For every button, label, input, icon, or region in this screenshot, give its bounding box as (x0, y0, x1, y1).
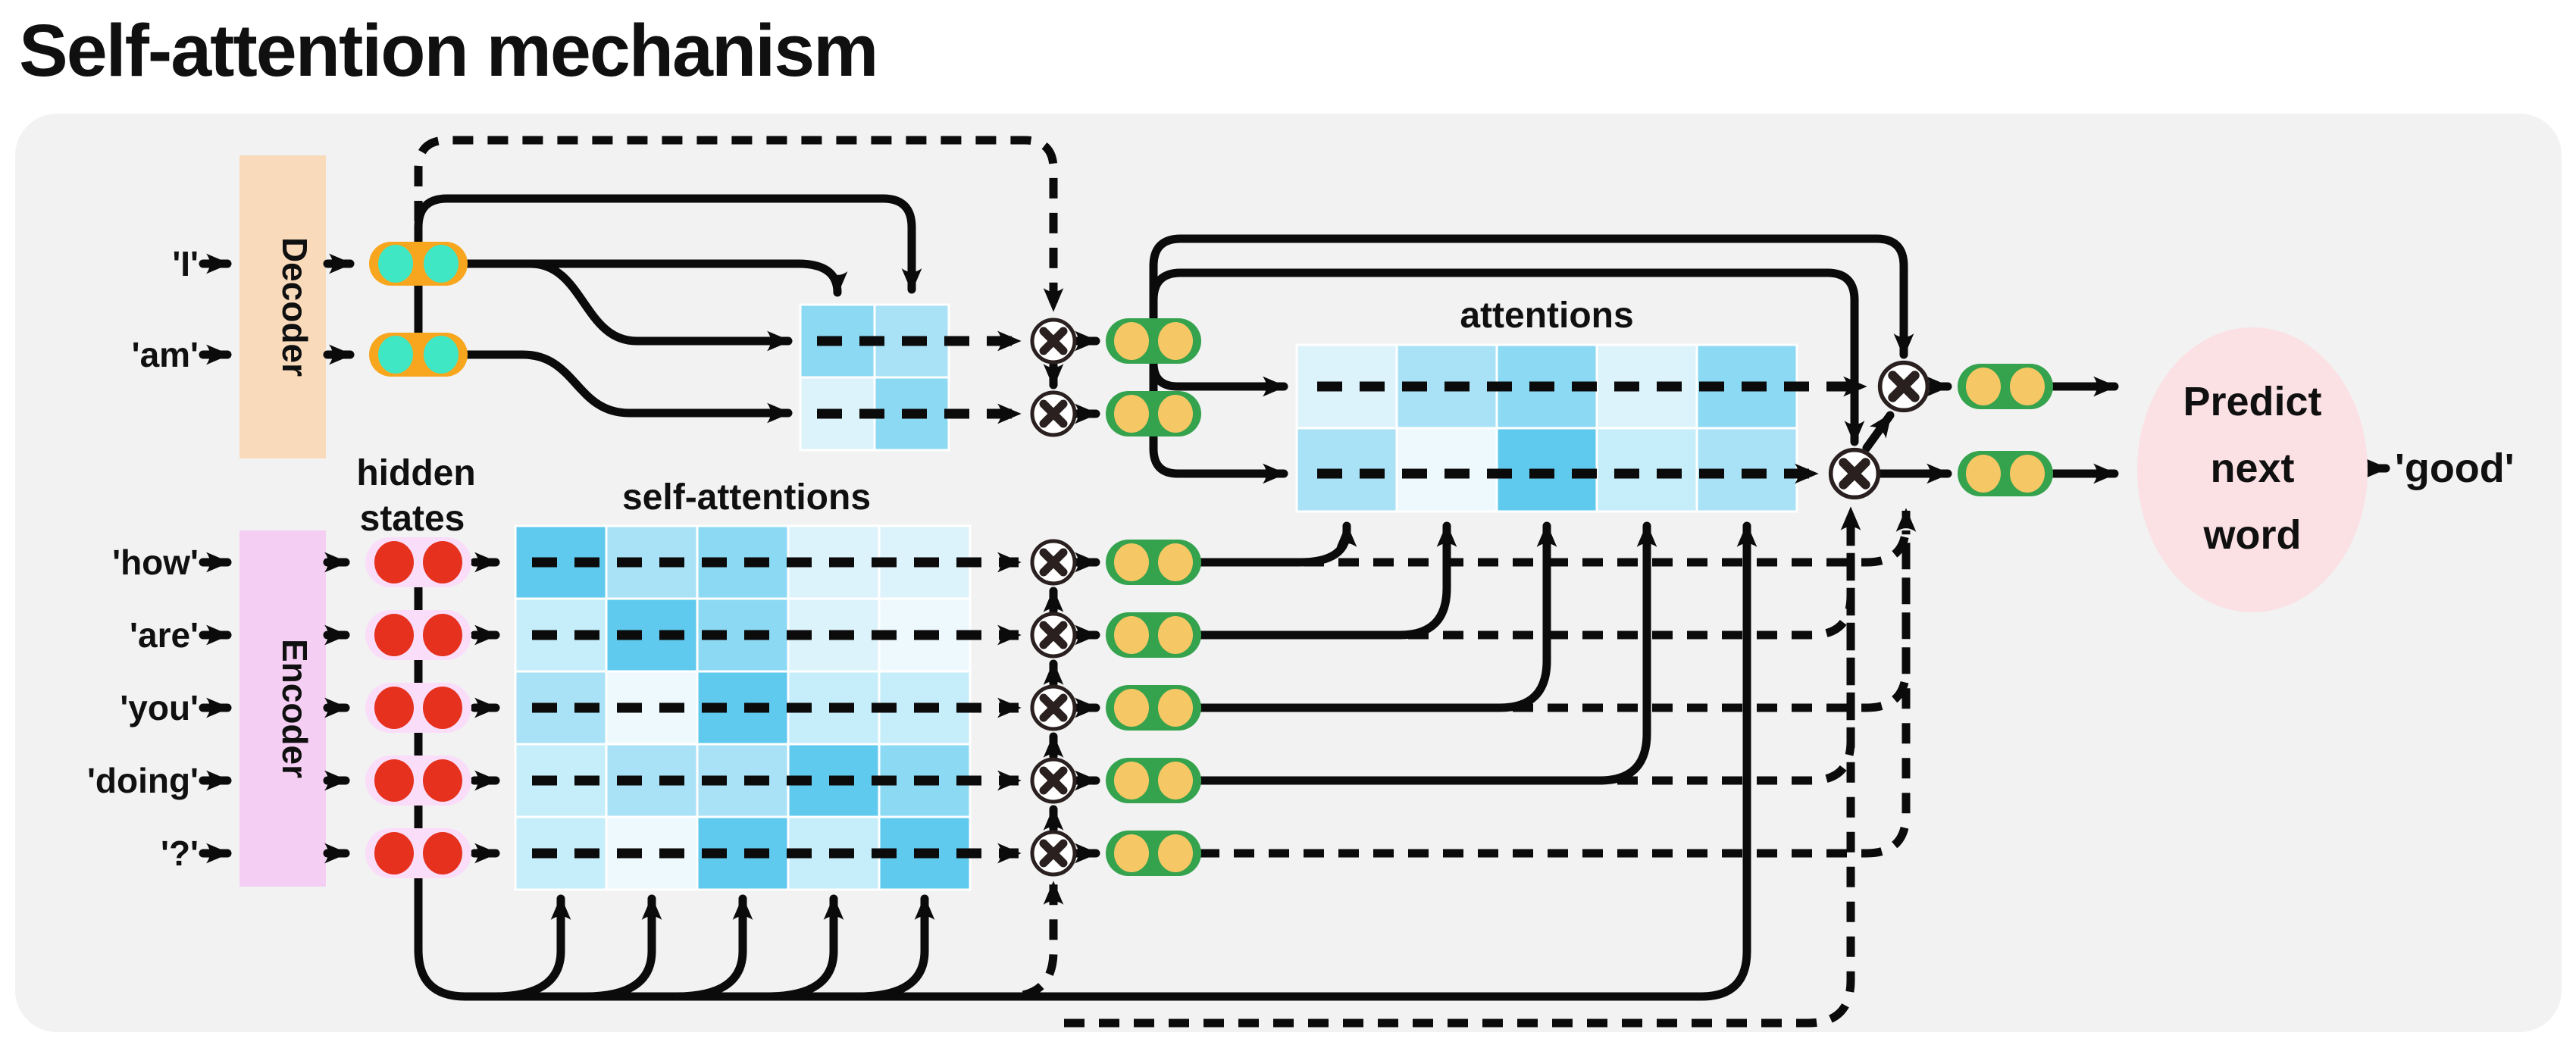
input-word-how: 'how' (112, 543, 199, 582)
encoder-state-5 (365, 828, 471, 878)
rail-hook-col5 (853, 894, 935, 1001)
input-word-are: 'are' (130, 615, 199, 655)
encoder-value-5 (1106, 831, 1201, 876)
final-multiply-1 (1880, 363, 1928, 411)
arc-context2-to-final-multiply2 (1149, 268, 1865, 446)
branch-to-attn-col2 (1194, 521, 1457, 640)
encoder-value-2 (1106, 612, 1201, 658)
line-state1-to-row1 (526, 259, 793, 352)
encoder-value-3 (1106, 685, 1201, 731)
input-word-qmark: '?' (161, 834, 199, 873)
multiply-encoder-2 (1032, 614, 1075, 656)
decoder-block (239, 155, 326, 458)
input-word-you: 'you' (120, 688, 199, 727)
encoder-state-2 (365, 610, 471, 660)
final-multiply-2 (1831, 450, 1879, 498)
attentions-label: attentions (1460, 296, 1633, 336)
dashed-value3-up (1199, 530, 1911, 712)
multiply-decoder-1 (1032, 320, 1075, 362)
decoder-block-label: Decoder (275, 237, 315, 377)
line-state1-to-col1 (463, 259, 848, 297)
input-word-am: 'am' (132, 335, 199, 374)
multiply-decoder-2 (1032, 393, 1075, 435)
decoder-state-2 (369, 333, 468, 377)
predict-ellipse (2137, 327, 2368, 612)
dashed-arc-states-to-multiply (414, 136, 1064, 312)
line-state2-to-row2 (463, 350, 793, 424)
dashed-rail-to-multiply5 (953, 881, 1064, 1001)
input-word-doing: 'doing' (87, 761, 199, 800)
line-context2-to-attn-row2 (1149, 431, 1288, 484)
predict-line-3: word (2203, 512, 2302, 558)
decoder-context-2 (1106, 391, 1201, 436)
encoder-context-wiring (1064, 506, 1917, 1028)
input-word-I: 'I' (172, 244, 199, 283)
multiply-encoder-3 (1032, 687, 1075, 729)
encoder-value-4 (1106, 758, 1201, 803)
predict-line-2: next (2210, 446, 2294, 491)
arc-context1-to-final-multiply1 (1149, 234, 1914, 359)
decoder-context-1 (1106, 318, 1201, 364)
states-rail-to-attn-col5 (414, 521, 1758, 1001)
rail-hook-col1 (490, 894, 571, 1001)
final-state-1 (1958, 364, 2053, 409)
states-label: states (360, 499, 465, 539)
hidden-label: hidden (356, 453, 475, 493)
encoder-block (239, 530, 326, 887)
rail-hook-col2 (581, 894, 662, 1001)
output-word-good: 'good' (2395, 446, 2515, 491)
branch-to-attn-col3 (1194, 521, 1557, 712)
encoder-state-1 (365, 537, 471, 587)
branch-to-attn-col1 (1194, 521, 1357, 567)
dashed-rail-to-final-multiply (1064, 506, 1861, 1028)
multiply-encoder-5 (1032, 832, 1075, 874)
encoder-value-1 (1106, 540, 1201, 585)
encoder-state-4 (365, 756, 471, 806)
branch-to-attn-col4 (1194, 521, 1657, 785)
attention-cell (1595, 343, 1698, 430)
arrow-final-multiply-chain-up (1862, 411, 1895, 452)
self-attentions-label: self-attentions (622, 477, 871, 518)
decoder-context-wiring (1149, 234, 2390, 484)
multiply-encoder-4 (1032, 759, 1075, 802)
decoder-wiring (199, 136, 1100, 424)
decoder-self-attention-matrix (799, 303, 950, 452)
rail-hook-col4 (762, 894, 844, 1001)
encoder-wiring (199, 521, 1758, 1001)
attentions-matrix (1295, 343, 1798, 513)
line-context1-to-attn-row1 (1149, 358, 1288, 397)
encoder-block-label: Encoder (275, 639, 315, 778)
dashed-value5-up (1199, 530, 1911, 858)
page-title: Self-attention mechanism (19, 9, 877, 92)
dashed-value1-up (1199, 508, 1917, 567)
rail-hook-col3 (671, 894, 753, 1001)
encoder-state-3 (365, 683, 471, 733)
attention-cell (1595, 427, 1698, 513)
final-state-2 (1958, 451, 2053, 496)
decoder-state-1 (369, 242, 468, 286)
multiply-encoder-1 (1032, 541, 1075, 584)
predict-line-1: Predict (2183, 379, 2321, 424)
